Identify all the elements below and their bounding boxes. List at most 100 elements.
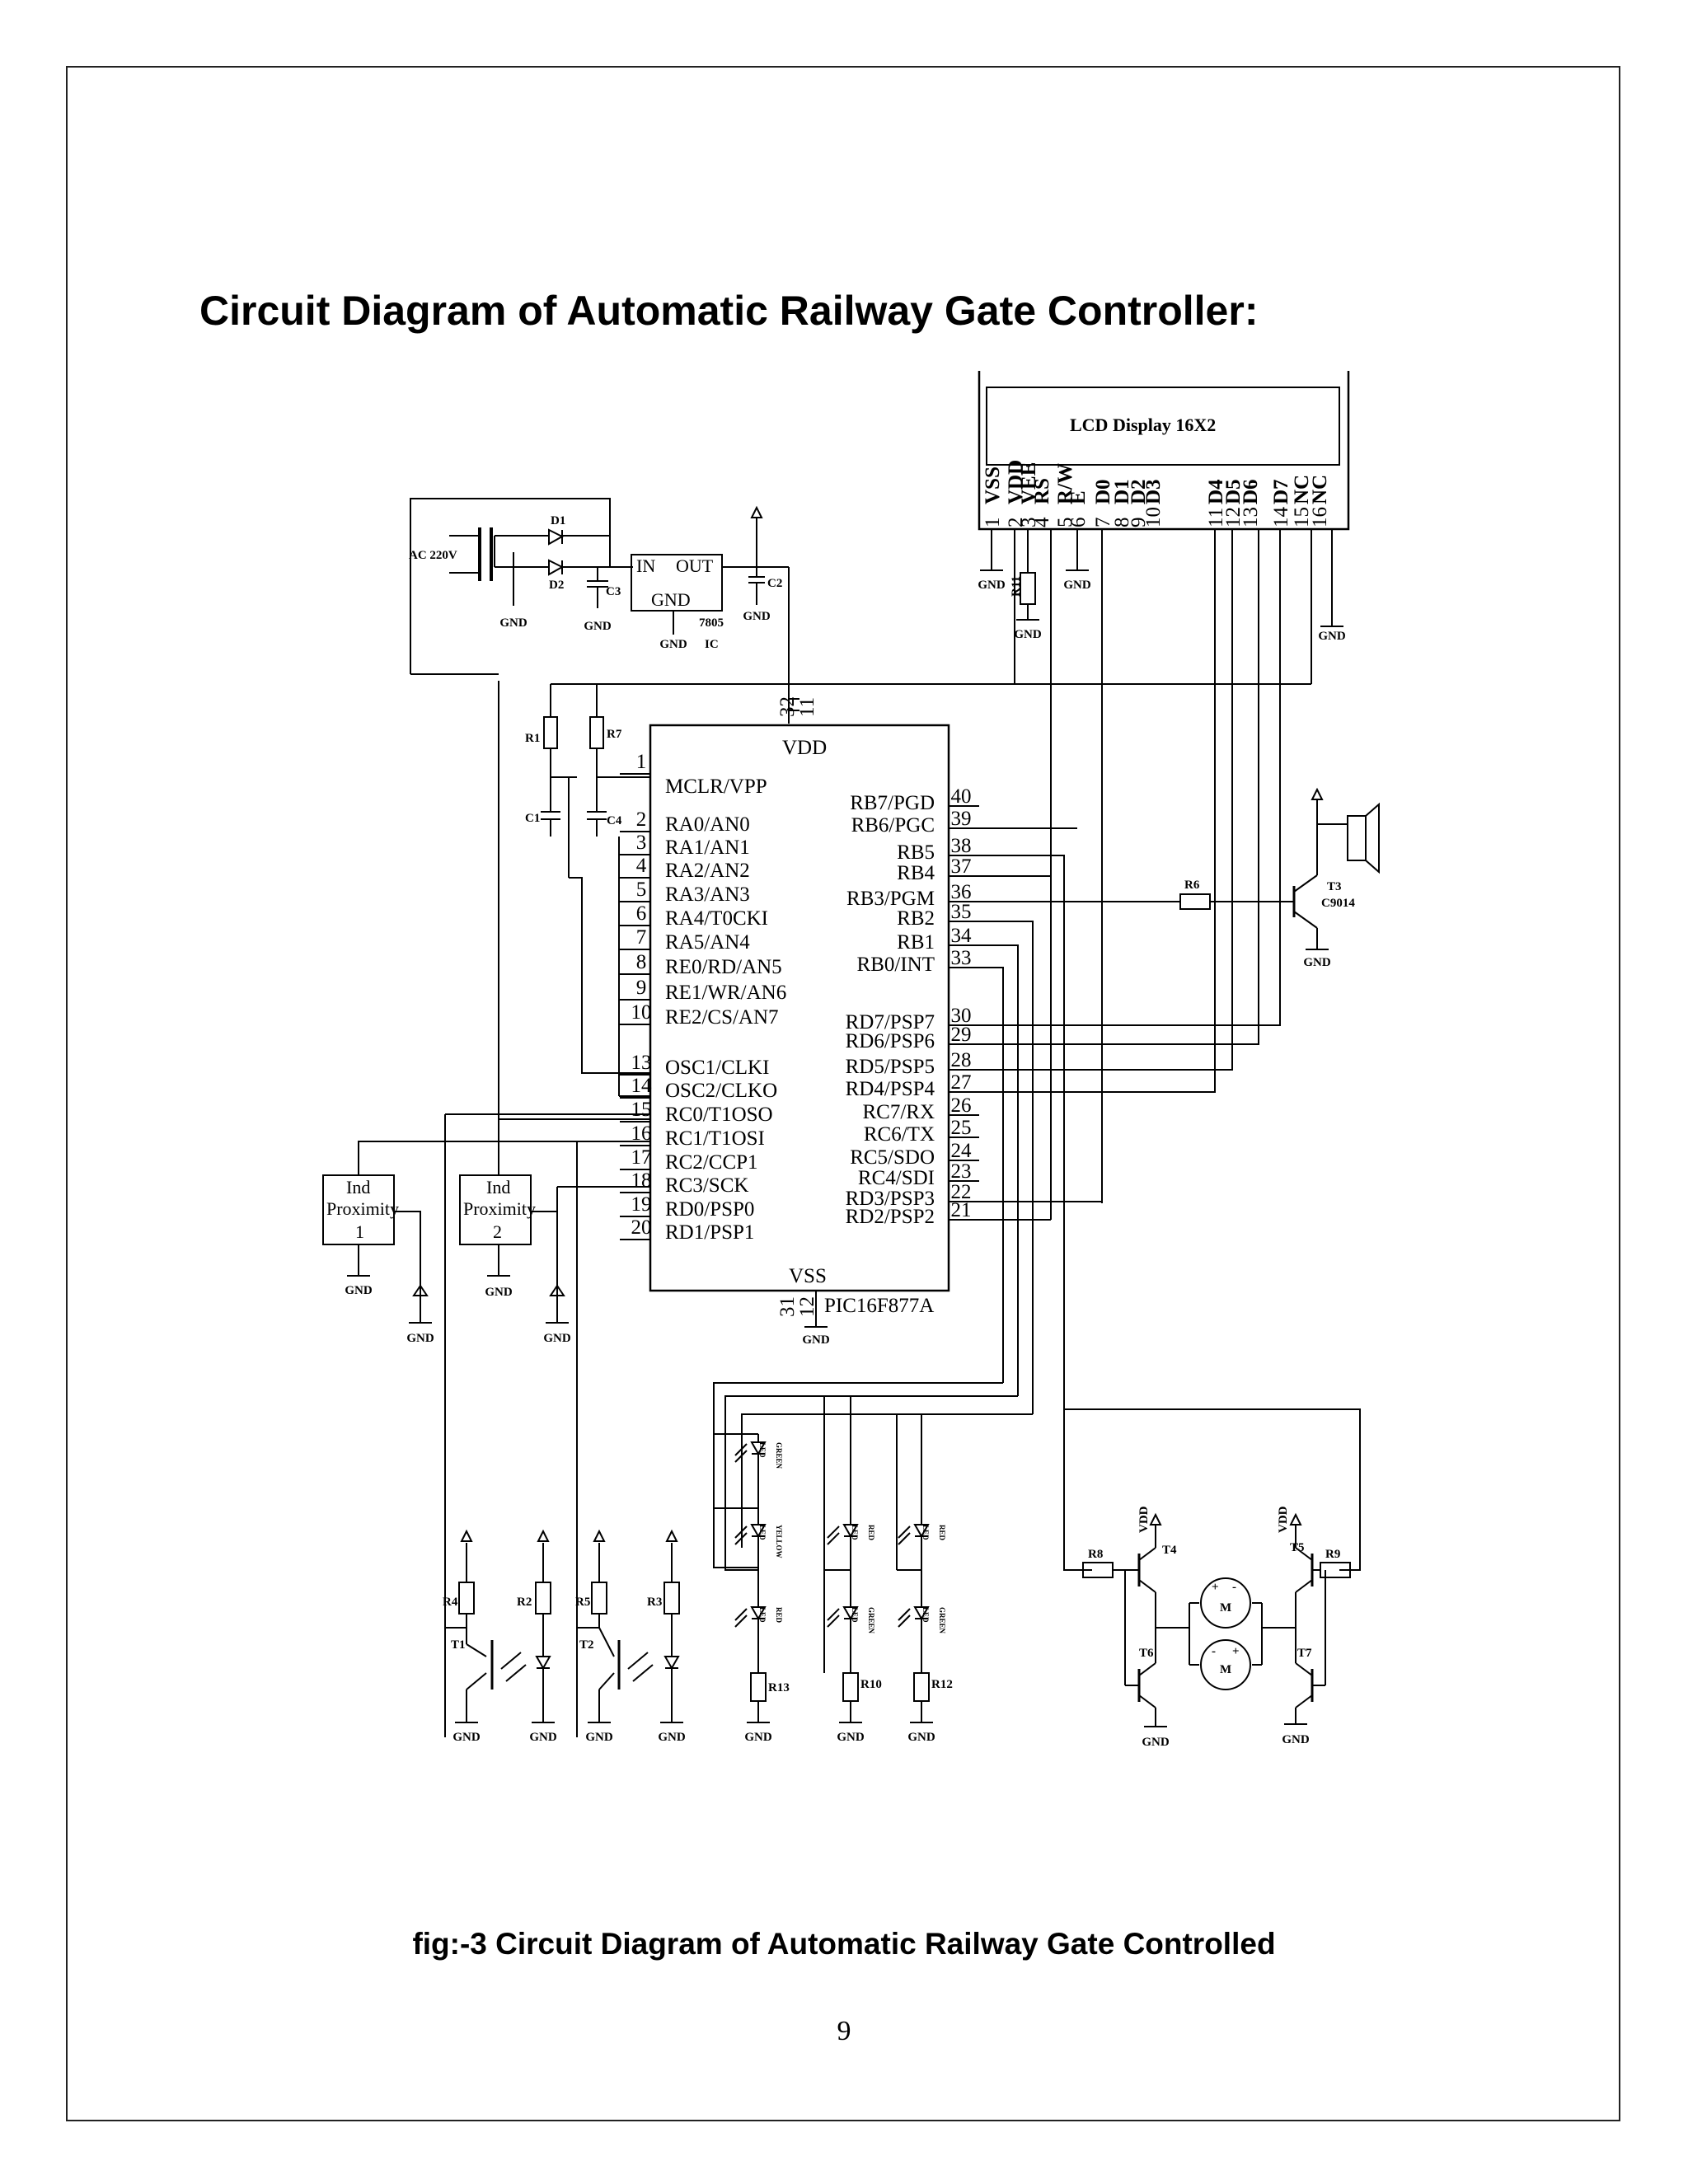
- svg-text:R2: R2: [517, 1596, 532, 1609]
- gnd-label: GND: [1142, 1736, 1170, 1749]
- mcu-vss-label: VSS: [789, 1265, 827, 1287]
- mcu-vss-wire: [789, 710, 828, 1328]
- gnd-label: GND: [837, 1731, 865, 1744]
- mcu-pin-number: 28: [951, 1049, 972, 1071]
- lcd-pin-name: VSS: [982, 466, 1004, 504]
- svg-text:7805: 7805: [699, 616, 724, 630]
- led-type-label: LED: [921, 1525, 930, 1540]
- lcd-pin-number: 9: [1128, 518, 1150, 528]
- mcu-pin-number: 25: [951, 1117, 972, 1139]
- lcd-label: LCD Display 16X2: [1070, 415, 1216, 435]
- svg-text:R1: R1: [525, 732, 540, 745]
- led-type-label: LED: [921, 1607, 930, 1623]
- page-title: Circuit Diagram of Automatic Railway Gat…: [199, 288, 1259, 334]
- ir-sensors: [444, 1543, 683, 1737]
- lcd-pin-number: 4: [1031, 517, 1053, 527]
- svg-text:R12: R12: [931, 1678, 953, 1691]
- lcd-pin-name: VDD: [1005, 460, 1027, 504]
- led-type-label: LED: [758, 1607, 767, 1623]
- lcd-pin-number: 5: [1054, 518, 1076, 528]
- figure-caption: fig:-3 Circuit Diagram of Automatic Rail…: [412, 1927, 1276, 1961]
- svg-text:31: 31: [776, 1296, 799, 1317]
- proximity-sensors: [322, 1113, 650, 1737]
- mcu-pin-name: RD4/PSP4: [846, 1078, 935, 1100]
- mcu-power-pins: 32 11 31 12: [776, 696, 818, 1317]
- gnd-label: GND: [485, 1286, 513, 1299]
- mcu-pin-name: RD2/PSP2: [846, 1206, 935, 1228]
- page-border: [66, 66, 1620, 2121]
- gnd-label: GND: [907, 1731, 935, 1744]
- lcd-pin-name: D2: [1128, 479, 1150, 504]
- svg-text:D1: D1: [551, 514, 565, 527]
- svg-text:-: -: [1232, 1581, 1236, 1594]
- mcu-pin-name: RD0/PSP0: [665, 1198, 754, 1221]
- mcu-pin-number: 1: [636, 751, 647, 773]
- lcd-pin-name: D5: [1222, 479, 1245, 504]
- lcd-display: [978, 371, 1350, 531]
- svg-text:T7: T7: [1297, 1647, 1312, 1660]
- svg-text:VDD: VDD: [1277, 1506, 1290, 1533]
- svg-text:R3: R3: [647, 1596, 662, 1609]
- lcd-pin-number: 8: [1111, 518, 1133, 528]
- gnd-label: GND: [1318, 630, 1346, 643]
- gnd-label: GND: [452, 1731, 481, 1744]
- gnd-label: GND: [584, 620, 612, 633]
- lcd-pin-name: E: [1067, 490, 1090, 504]
- svg-text:D2: D2: [549, 579, 564, 592]
- power-supply: [410, 498, 799, 1119]
- svg-text:+: +: [1232, 1645, 1240, 1658]
- mcu-pin-name: RA1/AN1: [665, 837, 750, 859]
- ir-labels: R4 R2 R5 R3 T1 T2: [443, 1596, 662, 1652]
- mcu-pin-number: 21: [951, 1199, 972, 1221]
- led-resistor-labels: R13 R10 R12: [768, 1678, 953, 1694]
- led-type-label: LED: [758, 1525, 767, 1540]
- lcd-pin-number: 3: [1018, 518, 1040, 528]
- mcu-pin-name: RC3/SCK: [665, 1174, 748, 1197]
- led-color-label: RED: [867, 1525, 875, 1541]
- lcd-pin-name: D7: [1270, 479, 1292, 504]
- mcu-pin-number: 9: [636, 977, 647, 999]
- led-color-label: GREEN: [867, 1607, 875, 1634]
- gnd-label: GND: [659, 638, 687, 651]
- lcd-pin-number: 2: [1005, 518, 1027, 528]
- mcu-part-label: PIC16F877A: [824, 1295, 934, 1317]
- led-type-label: LED: [758, 1442, 767, 1458]
- mcu-pin-number: 22: [951, 1181, 972, 1203]
- lcd-pin-name: D4: [1205, 479, 1227, 504]
- mcu-pin-number: 18: [631, 1169, 652, 1192]
- mcu-pin-number: 40: [951, 785, 972, 808]
- gnd-label: GND: [543, 1332, 571, 1345]
- svg-text:1: 1: [355, 1221, 364, 1242]
- mcu-pin-number: 2: [636, 808, 647, 831]
- lcd-pin-name: D6: [1240, 479, 1262, 504]
- mcu-pin-number: 38: [951, 835, 972, 857]
- svg-text:T6: T6: [1139, 1647, 1154, 1660]
- svg-text:IN: IN: [636, 555, 655, 576]
- gnd-label: GND: [345, 1284, 373, 1297]
- led-wiring: [713, 1382, 1033, 1723]
- svg-text:T3: T3: [1327, 880, 1342, 893]
- gnd-label: GND: [743, 610, 771, 623]
- svg-text:32: 32: [776, 696, 799, 717]
- mcu-pin-number: 34: [951, 925, 973, 947]
- mcu-pin-number: 6: [636, 902, 647, 925]
- svg-text:R10: R10: [860, 1678, 882, 1691]
- lcd-pin-name: D1: [1111, 479, 1133, 504]
- mcu-pin-number: 30: [951, 1005, 972, 1027]
- svg-text:Proximity: Proximity: [463, 1198, 536, 1219]
- svg-text:R7: R7: [607, 728, 622, 741]
- svg-text:R6: R6: [1184, 879, 1200, 892]
- gnd-label: GND: [658, 1731, 686, 1744]
- mcu-pin-name: RB3/PGM: [846, 888, 935, 910]
- mcu-pin-number: 39: [951, 808, 972, 830]
- svg-text:T1: T1: [451, 1638, 466, 1652]
- mcu-pin-name: RB6/PGC: [851, 814, 935, 837]
- motor-labels: R8 R9 T4 T5 T6 T7 M M VDD VDD + - - +: [1088, 1506, 1340, 1676]
- svg-text:Ind: Ind: [346, 1177, 370, 1197]
- mcu-pin-name: RE1/WR/AN6: [665, 982, 786, 1004]
- mcu-pin-number: 26: [951, 1094, 972, 1117]
- mcu-pin-name: RB1: [897, 931, 935, 954]
- lcd-pin-group: 1VSS2VDD3VEE4RS5R/W6E7D08D19D210D311D412…: [982, 460, 1331, 527]
